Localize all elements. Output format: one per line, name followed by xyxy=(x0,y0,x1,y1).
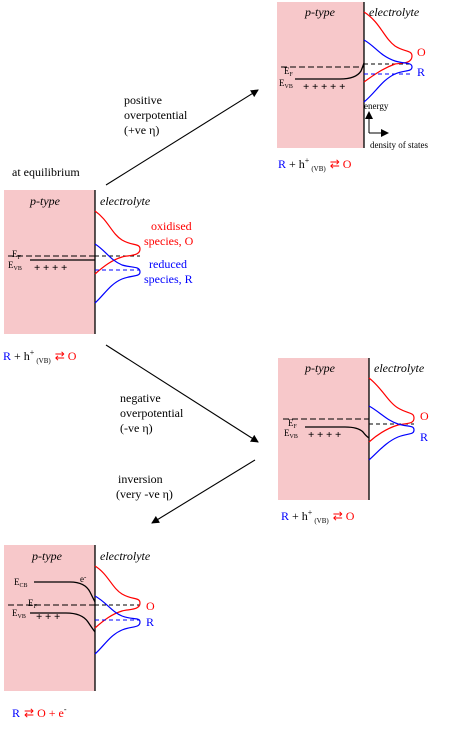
electron-label: e- xyxy=(80,573,87,584)
oxidised-distribution xyxy=(94,210,141,275)
oxidised-distribution xyxy=(363,11,413,83)
valence-band-edge xyxy=(305,426,370,439)
reduced-distribution xyxy=(363,39,413,103)
o-label: O xyxy=(146,599,155,613)
reaction-negative: R+ h+(VB)⇄O xyxy=(281,508,355,525)
p-type-label: p-type xyxy=(304,5,336,19)
p-type-label: p-type xyxy=(29,194,61,208)
fermi-label: EF xyxy=(12,249,22,261)
reaction-positive: R+ h+(VB)⇄O xyxy=(278,156,352,173)
p-type-region xyxy=(278,358,369,500)
r-label: R xyxy=(146,615,154,629)
arrow-to-negative xyxy=(105,344,259,443)
vb-label: EVB xyxy=(279,78,293,90)
reduced-distribution xyxy=(368,405,415,461)
panel-negative-overpotential: p-type electrolyte EF EVB + + + + O R xyxy=(278,358,429,500)
oxidised-distribution xyxy=(94,565,141,629)
p-type-label: p-type xyxy=(304,361,336,375)
panel-inversion: p-type electrolyte ECB e- EF EVB + + + O… xyxy=(4,545,155,691)
valence-band-edge xyxy=(30,612,96,633)
reaction-equilibrium: R+ h+(VB)⇄O xyxy=(3,348,77,365)
fermi-label: EF xyxy=(28,598,38,610)
electrolyte-label: electrolyte xyxy=(100,194,151,208)
vb-label: EVB xyxy=(12,608,26,620)
p-type-region xyxy=(277,2,364,148)
equilibrium-label: at equilibrium xyxy=(12,165,80,179)
electrolyte-label: electrolyte xyxy=(374,361,425,375)
arrow-to-inversion xyxy=(151,459,256,524)
oxidised-distribution xyxy=(368,377,415,443)
negative-overpotential-label: negative overpotential (-ve η) xyxy=(120,391,186,435)
electrolyte-label: electrolyte xyxy=(369,5,420,19)
holes: + + + + xyxy=(308,429,341,441)
p-type-region xyxy=(4,545,95,691)
panel-equilibrium: p-type electrolyte EF EVB + + + + oxidis… xyxy=(4,190,194,334)
cb-label: ECB xyxy=(14,577,28,589)
vb-label: EVB xyxy=(8,260,22,272)
fermi-label: EF xyxy=(288,418,298,430)
arrow-to-positive xyxy=(105,89,259,186)
fermi-label: EF xyxy=(284,66,294,78)
density-label: density of states xyxy=(370,140,428,150)
panel-positive-overpotential: p-type electrolyte EF EVB + + + + + O R … xyxy=(277,2,428,150)
reaction-inversion: R⇄O + e- xyxy=(12,705,67,720)
p-type-label: p-type xyxy=(31,549,63,563)
p-type-region xyxy=(4,190,95,334)
conduction-band-edge xyxy=(34,581,96,603)
o-label: O xyxy=(420,409,429,423)
electrolyte-label: electrolyte xyxy=(100,549,151,563)
r-label: R xyxy=(420,430,428,444)
reduced-distribution xyxy=(94,243,141,304)
holes: + + + + + xyxy=(303,81,345,93)
energy-label: energy xyxy=(364,101,389,111)
o-label: O xyxy=(417,45,426,59)
reduced-distribution xyxy=(94,595,141,655)
r-label: R xyxy=(417,65,425,79)
holes: + + + + xyxy=(34,262,67,274)
valence-band-edge xyxy=(295,62,365,80)
holes: + + + xyxy=(36,611,60,623)
vb-label: EVB xyxy=(284,428,298,440)
positive-overpotential-label: positive overpotential (+ve η) xyxy=(124,93,190,137)
inversion-label: inversion (very -ve η) xyxy=(116,472,173,501)
